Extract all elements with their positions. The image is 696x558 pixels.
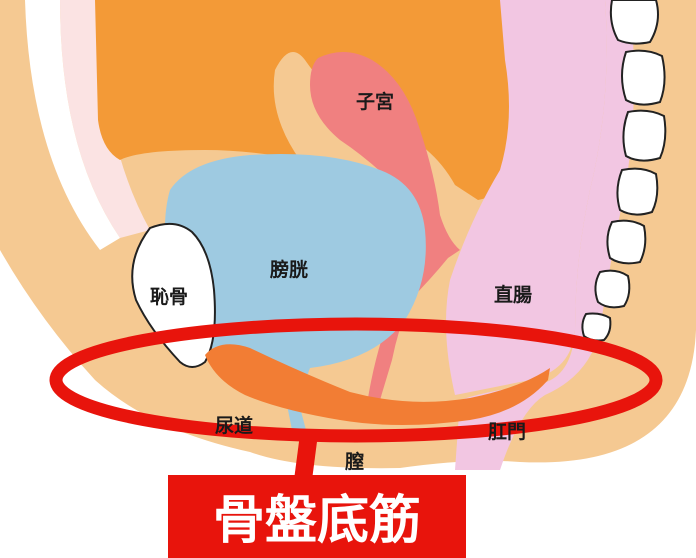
pelvic-floor-muscle bbox=[205, 344, 550, 425]
label-rectum: 直腸 bbox=[494, 283, 532, 306]
bladder bbox=[164, 154, 426, 430]
label-vagina: 膣 bbox=[344, 450, 364, 473]
pointer-stem bbox=[294, 434, 318, 480]
label-urethra: 尿道 bbox=[215, 414, 253, 437]
highlight-ellipse bbox=[49, 317, 663, 443]
spine bbox=[581, 0, 667, 342]
rectum-body bbox=[446, 0, 607, 395]
label-bladder: 膀胱 bbox=[269, 258, 308, 281]
rectum bbox=[455, 0, 634, 470]
label-anus: 肛門 bbox=[488, 421, 526, 443]
abdominal-cavity bbox=[95, 0, 515, 200]
pelvic-floor-label-box bbox=[168, 475, 466, 558]
label-uterus: 子宮 bbox=[356, 90, 394, 113]
label-pubic-bone: 恥骨 bbox=[150, 286, 188, 308]
uterus bbox=[310, 51, 460, 400]
skin-edge-light bbox=[25, 0, 120, 250]
pelvic-floor-label: 骨盤底筋 bbox=[213, 491, 421, 551]
